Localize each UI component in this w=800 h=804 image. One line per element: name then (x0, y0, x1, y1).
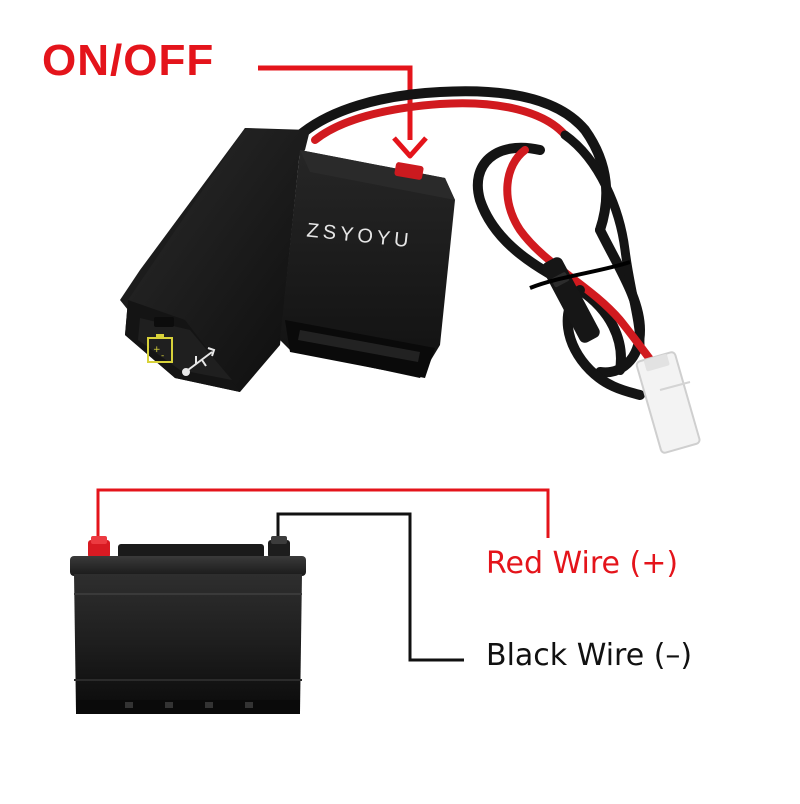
black-wire-label: Black Wire (–) (486, 638, 693, 673)
cable-bundle (295, 86, 664, 400)
usb-charger-device (120, 128, 455, 392)
red-wire-line (96, 488, 550, 540)
black-wire-line (276, 512, 464, 662)
positive-terminal (88, 540, 110, 558)
switch-pointer-arrow (258, 65, 428, 159)
battery-wires (96, 488, 550, 662)
svg-text:-: - (161, 351, 164, 361)
red-wire-label: Red Wire (+) (486, 546, 679, 581)
switch-label: ON/OFF (42, 36, 215, 85)
svg-text:+: + (153, 345, 161, 355)
connector-plug (635, 351, 701, 454)
battery-icon: + - (147, 334, 173, 363)
car-battery (70, 536, 306, 714)
usb-icon (182, 347, 216, 376)
negative-terminal (268, 540, 290, 558)
